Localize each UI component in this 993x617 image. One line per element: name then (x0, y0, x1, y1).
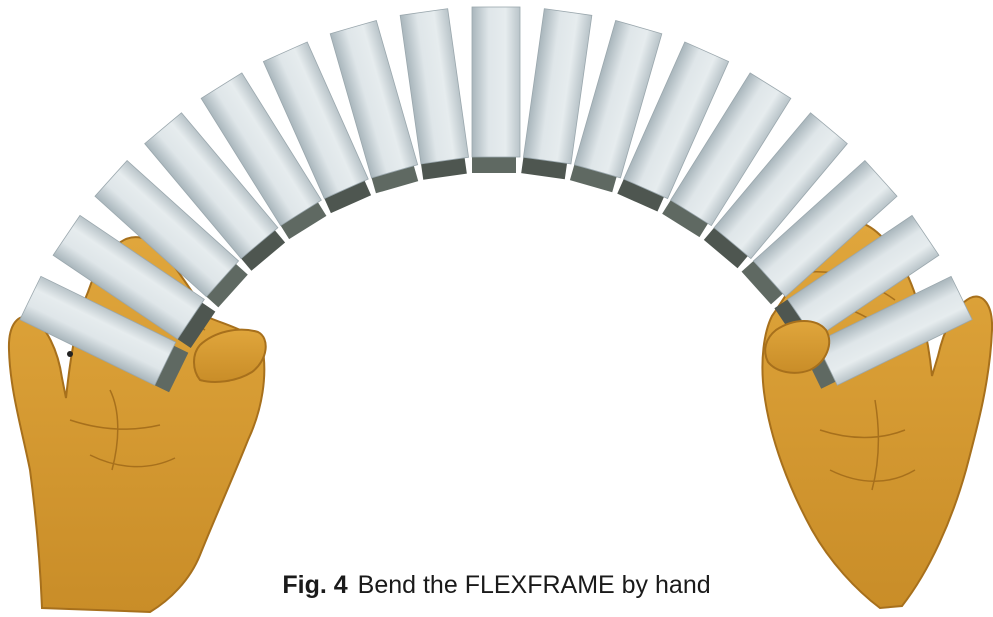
frame-segment (52, 214, 205, 340)
frame-segment (19, 275, 177, 386)
figure-caption-text: Bend the FLEXFRAME by hand (357, 571, 711, 599)
spine-piece (172, 299, 216, 349)
frame-segment (471, 6, 521, 158)
spine-piece (617, 173, 667, 212)
frame-segment (670, 72, 792, 227)
frame-segment (399, 8, 470, 165)
frame-segment (94, 160, 240, 298)
frame-segment (522, 8, 593, 165)
frame-segment (144, 112, 279, 260)
figure-number: Fig. 4 (282, 571, 348, 599)
figure-caption: Fig. 4 Bend the FLEXFRAME by hand (0, 571, 993, 600)
spine-piece (149, 343, 189, 393)
spine-piece (277, 197, 327, 240)
spine-piece (703, 223, 752, 269)
right-thumb (764, 320, 831, 374)
spine-piece (237, 225, 286, 271)
frame-segment (200, 72, 322, 227)
frame-segment (713, 112, 848, 260)
rivet-dot (67, 351, 73, 357)
frame-segment (787, 214, 940, 340)
frame-segment (329, 20, 419, 179)
spine-piece (321, 175, 372, 214)
flexframe-spine (149, 151, 841, 393)
spine-piece (201, 259, 248, 308)
left-hand-palm-crease (69, 389, 176, 471)
frame-segment (752, 160, 898, 298)
frame-segment (573, 20, 663, 179)
spine-piece (662, 195, 712, 238)
left-thumb (193, 328, 267, 383)
flexframe-segments (19, 6, 973, 386)
spine-piece (741, 256, 788, 305)
frame-segment (262, 41, 369, 200)
right-hand-palm-crease (819, 399, 916, 491)
frame-segment (815, 275, 973, 386)
frame-segment (623, 41, 730, 200)
